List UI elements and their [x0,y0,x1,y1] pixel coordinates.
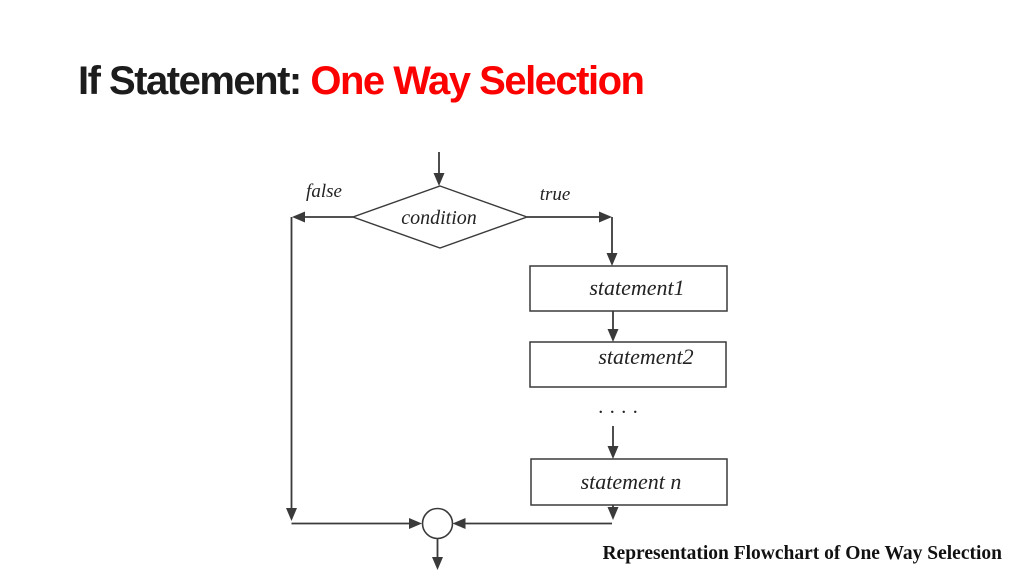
statementn-box [530,458,728,506]
statement1-label: statement1 [589,275,684,300]
join-right-arrowhead-icon [452,518,466,529]
join-left-arrowhead-icon [409,518,422,529]
false-down-arrowhead-icon [286,508,297,521]
false-label: false [306,181,342,202]
title-prefix: If Statement: [78,59,311,103]
condition-label: condition [401,207,477,229]
statement1-in-arrowhead-icon [606,253,618,266]
statementn-in-arrowhead-icon [607,446,619,459]
statement2-box [529,341,727,388]
join-circle [421,507,454,540]
decision-diamond [350,185,530,249]
statement1-box [529,265,728,312]
statementn-label: statement n [581,469,682,494]
flow-arrowheads [286,173,619,570]
statementn-down-arrowhead-icon [607,507,619,520]
flow-labels: condition false true statement1 statemen… [306,181,694,494]
title-highlight: One Way Selection [310,59,645,103]
page-title: If Statement: One Way Selection [78,59,645,103]
exit-arrowhead-icon [432,557,443,570]
true-label: true [540,184,571,205]
flow-lines [290,152,728,558]
ellipsis-label: . . . . [599,401,639,417]
false-left-arrowhead-icon [292,211,305,223]
true-right-arrowhead-icon [599,211,612,223]
statement2-in-arrowhead-icon [607,329,619,342]
caption: Representation Flowchart of One Way Sele… [602,543,1002,564]
entry-arrowhead-icon [433,173,445,186]
statement2-label: statement2 [598,344,693,369]
